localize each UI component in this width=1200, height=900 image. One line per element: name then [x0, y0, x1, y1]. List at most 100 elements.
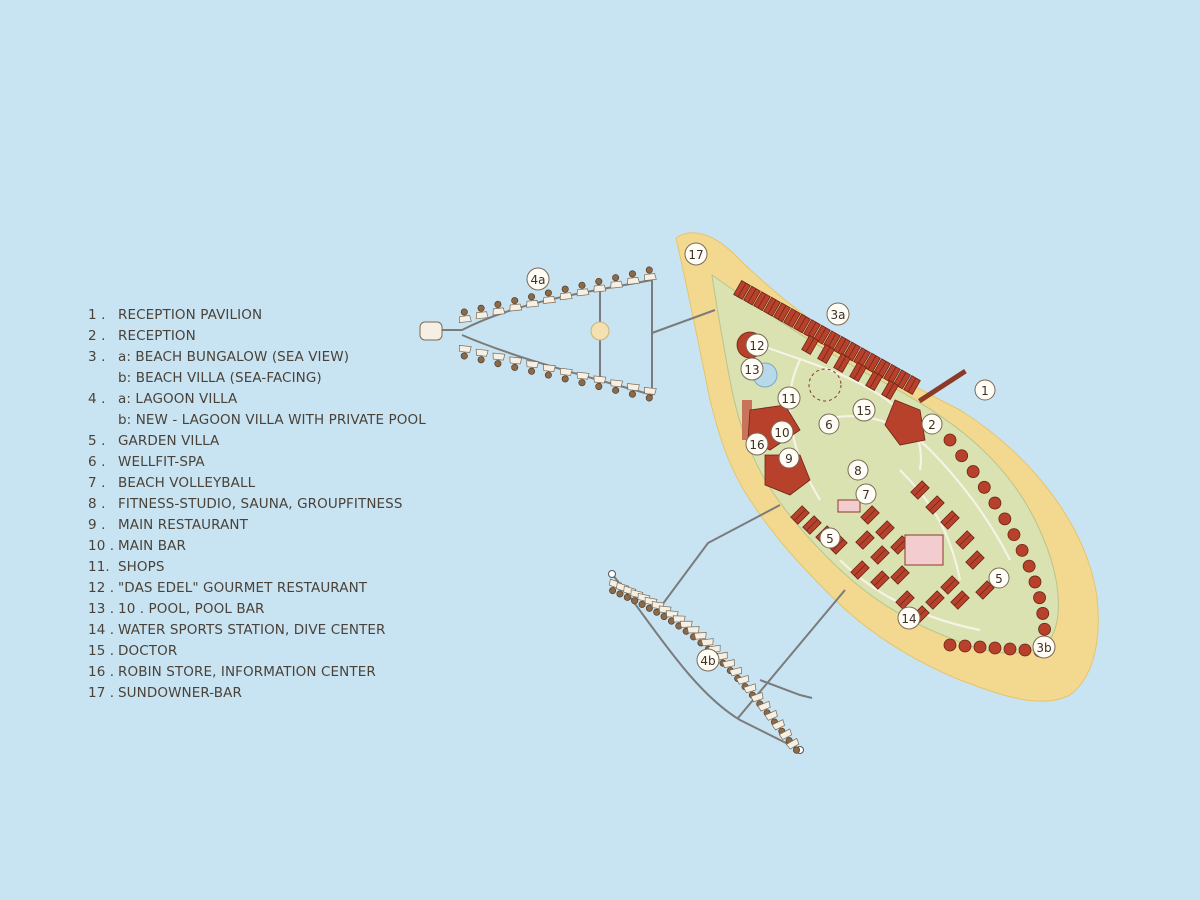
beach-bungalow [883, 363, 901, 384]
svg-text:12: 12 [749, 339, 764, 353]
svg-text:6: 6 [825, 418, 833, 432]
lagoon-villa [509, 297, 523, 312]
legend-number: 13 . [88, 601, 115, 617]
lagoon-pool-villa [623, 585, 637, 601]
legend-item: 15 .DOCTOR [88, 641, 448, 662]
svg-text:3a: 3a [831, 308, 846, 322]
legend-item: b: BEACH VILLA (SEA-FACING) [88, 368, 448, 389]
legend-label: RECEPTION PAVILION [118, 307, 263, 323]
marker-5: 5 [988, 567, 1010, 589]
legend-number: 17 . [88, 685, 115, 701]
legend-number: 14 . [88, 622, 115, 638]
garden-villa [850, 560, 870, 580]
legend-label: BEACH VOLLEYBALL [118, 475, 256, 491]
legend-number: 4 . [88, 391, 106, 407]
legend-number: 6 . [88, 454, 106, 470]
legend-item: 6 . WELLFIT-SPA [88, 452, 448, 473]
legend-label: ROBIN STORE, INFORMATION CENTER [118, 664, 376, 680]
beach-bungalow [903, 375, 921, 395]
legend-item: 17 .SUNDOWNER-BAR [88, 683, 448, 704]
lagoon-villa [559, 367, 573, 383]
lagoon-villa [593, 375, 607, 391]
beach-villa [955, 449, 969, 463]
lagoon-pool-villa [757, 700, 771, 717]
beach-villa [1007, 528, 1021, 542]
legend-label: SUNDOWNER-BAR [118, 685, 242, 701]
legend-item: 2 .RECEPTION [88, 326, 448, 347]
lagoon-villa [627, 383, 640, 398]
beach-bungalow [793, 313, 811, 334]
legend-label: WELLFIT-SPA [118, 454, 205, 470]
legend-item: 7 . BEACH VOLLEYBALL [88, 473, 448, 494]
legend-item: 10 .MAIN BAR [88, 536, 448, 557]
beach-bungalow [853, 347, 871, 368]
garden-villa [910, 480, 930, 500]
beach-villa [1033, 591, 1046, 605]
marker-17: 17 [684, 242, 708, 266]
beach-bungalow [817, 344, 835, 364]
lagoon-villa [576, 371, 590, 387]
svg-text:9: 9 [785, 452, 793, 466]
marker-9: 9 [778, 447, 800, 469]
lagoon-villa [475, 348, 489, 364]
central-buildings [736, 331, 967, 566]
marker-10: 10 [770, 420, 794, 444]
legend-number: 12 . [88, 580, 115, 596]
garden-villa [925, 495, 945, 515]
garden-villa [870, 570, 890, 590]
legend-label: b: BEACH VILLA (SEA-FACING) [118, 370, 322, 386]
legend-label: RECEPTION [118, 328, 196, 344]
legend-label: GARDEN VILLA [118, 433, 220, 449]
lagoon-villa [593, 277, 607, 293]
garden-villa [895, 590, 915, 610]
lagoon-villa [492, 300, 506, 316]
marker-2: 2 [921, 413, 943, 435]
lagoon-villa [526, 360, 540, 375]
beach-villa [1015, 543, 1029, 557]
marker-8: 8 [847, 459, 869, 481]
legend-number: 7 . [88, 475, 106, 491]
garden-villa [940, 575, 960, 595]
garden-villa [790, 505, 810, 525]
legend-number: 8 . [88, 496, 106, 512]
beach-villa [973, 640, 987, 654]
lagoon-pool-villa [651, 601, 665, 616]
lagoon-villa [526, 293, 540, 308]
beach-bungalow [773, 302, 791, 323]
legend-item: 1 .RECEPTION PAVILION [88, 305, 448, 326]
legend-item: 14 .WATER SPORTS STATION, DIVE CENTER [88, 620, 448, 641]
lagoon-villas-4a [458, 266, 657, 402]
svg-text:8: 8 [854, 464, 862, 478]
lagoon-pool-villa [644, 596, 658, 612]
legend-number: 11. [88, 559, 110, 575]
garden-villa [870, 545, 890, 565]
legend-label: SHOPS [118, 559, 165, 575]
legend-label: "DAS EDEL" GOURMET RESTAURANT [118, 580, 368, 596]
svg-text:17: 17 [688, 248, 703, 262]
beach-bungalow [873, 358, 891, 379]
legend-number: 5 . [88, 433, 106, 449]
garden-villa [875, 520, 895, 540]
lagoon-villa [492, 352, 506, 368]
lagoon-villa [475, 304, 489, 320]
legend-number: 16 . [88, 664, 115, 680]
lagoon-villa [543, 289, 556, 304]
garden-villa [925, 590, 945, 610]
legend-label: b: NEW - LAGOON VILLA WITH PRIVATE POOL [118, 412, 426, 428]
legend-item: 3 .a: BEACH BUNGALOW (SEA VIEW) [88, 347, 448, 368]
legend-number: 15 . [88, 643, 115, 659]
legend-number: 3 . [88, 349, 106, 365]
lagoon-villa [458, 344, 472, 360]
legend-item: 13 .10 . POOL, POOL BAR [88, 599, 448, 620]
beach-bungalow [833, 353, 851, 373]
legend-item: 9 .MAIN RESTAURANT [88, 515, 448, 536]
legend-number: 10 . [88, 538, 115, 554]
beach-bungalow [783, 307, 801, 328]
beach-villa [1036, 607, 1050, 620]
garden-villa [890, 565, 910, 585]
legend-number: 9 . [88, 517, 106, 533]
garden-villa [855, 530, 875, 550]
lagoon-villa [543, 364, 556, 379]
garden-villa [965, 550, 985, 570]
